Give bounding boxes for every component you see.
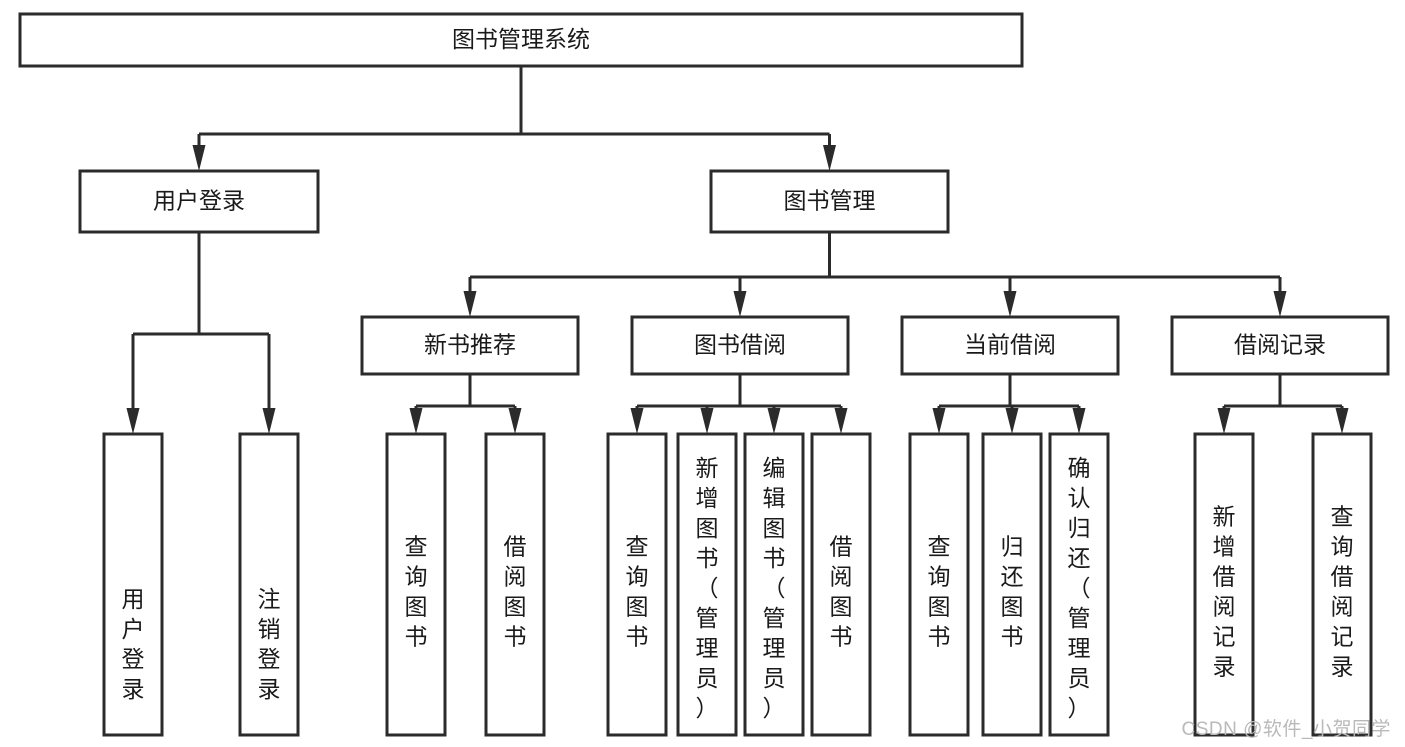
- node-box: [1048, 432, 1110, 737]
- node-leaf-confirm-return[interactable]: 确认归还（管理员）: [1048, 432, 1110, 737]
- node-label: 查询图书: [626, 534, 649, 650]
- node-label: 新增借阅记录: [1213, 504, 1236, 680]
- node-leaf-borrow-book-1[interactable]: 借阅图书: [484, 432, 546, 737]
- node-box: [18, 12, 1024, 68]
- node-box: [981, 432, 1043, 737]
- node-label: 编辑图书（管理员）: [763, 455, 786, 721]
- node-label: 新书推荐: [424, 332, 516, 358]
- node-label: 借阅记录: [1234, 332, 1326, 358]
- node-bookmgmt[interactable]: 图书管理: [709, 169, 950, 234]
- node-label: 新增图书（管理员）: [696, 455, 719, 721]
- node-leaf-edit-book[interactable]: 编辑图书（管理员）: [743, 432, 805, 737]
- node-label: 注销登录: [258, 586, 281, 702]
- node-box: [78, 169, 320, 234]
- connector-layer: [126, 66, 1349, 434]
- node-box: [606, 432, 668, 737]
- node-box: [102, 432, 164, 737]
- node-box: [900, 315, 1120, 376]
- node-label: 查询图书: [928, 534, 951, 650]
- node-box: [676, 432, 738, 737]
- node-box: [385, 432, 447, 737]
- node-label: 当前借阅: [964, 332, 1056, 358]
- node-leaf-query-book-2[interactable]: 查询图书: [606, 432, 668, 737]
- connector-login: [126, 232, 276, 434]
- node-box: [1193, 432, 1255, 737]
- node-leaf-return-book[interactable]: 归还图书: [981, 432, 1043, 737]
- node-label: 借阅图书: [830, 534, 853, 650]
- node-records[interactable]: 借阅记录: [1170, 315, 1390, 376]
- node-label: 查询借阅记录: [1331, 504, 1354, 680]
- node-box: [810, 432, 872, 737]
- node-leaf-user-logout[interactable]: 注销登录: [238, 432, 300, 737]
- node-label: 图书借阅: [694, 332, 786, 358]
- node-box: [1311, 432, 1373, 737]
- node-leaf-borrow-book-2[interactable]: 借阅图书: [810, 432, 872, 737]
- node-box: [238, 432, 300, 737]
- node-box: [908, 432, 970, 737]
- node-current[interactable]: 当前借阅: [900, 315, 1120, 376]
- node-leaf-query-book-3[interactable]: 查询图书: [908, 432, 970, 737]
- node-leaf-user-login[interactable]: 用户登录: [102, 432, 164, 737]
- node-login[interactable]: 用户登录: [78, 169, 320, 234]
- node-label: 图书管理系统: [452, 26, 590, 52]
- node-box: [630, 315, 850, 376]
- node-label: 用户登录: [122, 586, 145, 702]
- connector-bookmgmt: [463, 232, 1287, 317]
- node-label: 图书管理: [784, 188, 876, 214]
- connector-newbook: [409, 374, 522, 434]
- node-box: [743, 432, 805, 737]
- connector-records: [1217, 374, 1349, 434]
- node-box: [484, 432, 546, 737]
- node-box: [1170, 315, 1390, 376]
- node-newbook[interactable]: 新书推荐: [360, 315, 580, 376]
- node-layer: 图书管理系统用户登录图书管理新书推荐图书借阅当前借阅借阅记录用户登录注销登录查询…: [18, 12, 1390, 737]
- node-leaf-add-record[interactable]: 新增借阅记录: [1193, 432, 1255, 737]
- node-leaf-add-book[interactable]: 新增图书（管理员）: [676, 432, 738, 737]
- node-label: 确认归还（管理员）: [1068, 455, 1091, 721]
- node-label: 用户登录: [153, 188, 245, 214]
- connector-current: [932, 374, 1086, 434]
- connector-borrow: [630, 374, 848, 434]
- node-label: 查询图书: [405, 534, 428, 650]
- connector-root: [192, 66, 836, 171]
- node-label: 归还图书: [1001, 534, 1024, 650]
- node-leaf-query-record[interactable]: 查询借阅记录: [1311, 432, 1373, 737]
- node-box: [709, 169, 950, 234]
- node-label: 借阅图书: [504, 534, 527, 650]
- node-box: [360, 315, 580, 376]
- node-borrow[interactable]: 图书借阅: [630, 315, 850, 376]
- node-leaf-query-book-1[interactable]: 查询图书: [385, 432, 447, 737]
- node-root[interactable]: 图书管理系统: [18, 12, 1024, 68]
